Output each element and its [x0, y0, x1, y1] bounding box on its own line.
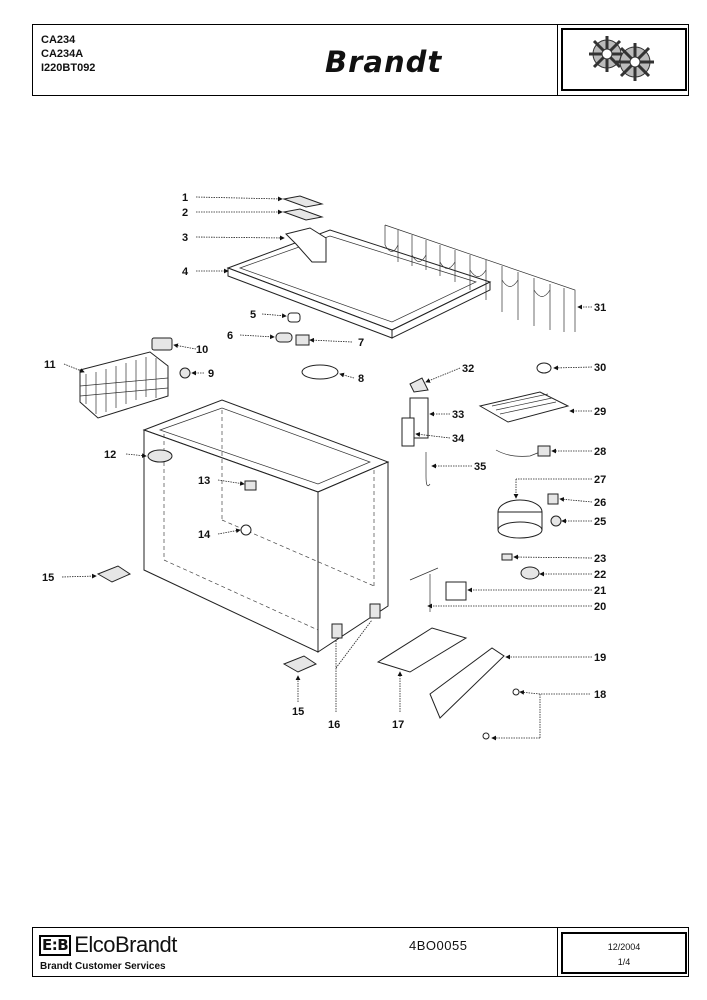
compressor-27: [497, 499, 543, 539]
callout-17: 17: [392, 719, 404, 731]
badge-12: [147, 449, 173, 463]
panel-19: [429, 647, 505, 719]
callout-10: 10: [196, 344, 208, 356]
company-name: ElcoBrandt: [74, 932, 177, 957]
lock-14: [240, 524, 252, 536]
document-date: 12/2004: [607, 942, 641, 952]
callout-4: 4: [182, 266, 189, 278]
part-13: [244, 480, 257, 491]
callout-13: 13: [198, 475, 210, 487]
callout-29: 29: [594, 406, 606, 418]
part-34: [401, 417, 415, 447]
model-list: CA234 CA234A I220BT092: [41, 33, 95, 75]
part-25: [550, 515, 562, 527]
plug-28: [537, 445, 551, 457]
callout-27: 27: [594, 474, 606, 486]
part-10: [151, 337, 173, 351]
callout-19: 19: [594, 652, 606, 664]
callout-14: 14: [198, 529, 211, 541]
callout-33: 33: [452, 409, 464, 421]
callout-12: 12: [104, 449, 116, 461]
callout-30: 30: [594, 362, 606, 374]
lid: [226, 229, 492, 339]
date-page-box: 12/2004 1/4: [561, 932, 687, 974]
callout-22: 22: [594, 569, 606, 581]
callout-11: 11: [44, 359, 56, 371]
part-16b: [369, 603, 381, 619]
foot-15a: [96, 565, 132, 583]
callout-labels: 1 2 3 4 5 6 7 8 9 10 11 12 13 14 15 15 1…: [42, 192, 606, 731]
callout-20: 20: [594, 601, 606, 613]
cable-28: [495, 449, 541, 457]
header-frame: CA234 CA234A I220BT092 Brandt: [32, 24, 689, 96]
part-7: [295, 334, 310, 346]
header-divider: [557, 25, 558, 95]
callout-9: 9: [208, 368, 214, 380]
callout-26: 26: [594, 497, 606, 509]
foot-15b: [282, 655, 318, 673]
part-8: [301, 364, 339, 380]
service-label: Brandt Customer Services: [40, 961, 166, 972]
callout-3: 3: [182, 232, 188, 244]
hinge-plates: [282, 195, 327, 263]
cabinet: [142, 399, 390, 653]
plate-17: [376, 627, 468, 673]
callout-23: 23: [594, 553, 606, 565]
part-6: [275, 332, 293, 343]
callout-18: 18: [594, 689, 606, 701]
part-23: [501, 553, 513, 561]
callout-8: 8: [358, 373, 364, 385]
callout-2: 2: [182, 207, 188, 219]
leader-lines: [61, 196, 593, 741]
document-reference: 4BO0055: [409, 938, 468, 953]
company-mark: E:B: [39, 935, 72, 956]
gears-icon: [561, 28, 687, 91]
callout-28: 28: [594, 446, 606, 458]
callout-16: 16: [328, 719, 340, 731]
callout-1: 1: [182, 192, 188, 204]
callout-15a: 15: [42, 572, 54, 584]
part-20: [409, 567, 439, 612]
callout-31: 31: [594, 302, 606, 314]
part-32: [409, 377, 429, 393]
callout-5: 5: [250, 309, 256, 321]
basket: [79, 351, 169, 419]
callout-21: 21: [594, 585, 606, 597]
model-code: CA234: [41, 34, 76, 46]
footer-divider: [557, 928, 558, 976]
part-26: [547, 493, 559, 505]
callout-35: 35: [474, 461, 486, 473]
page-number: 1/4: [617, 957, 631, 967]
callout-25: 25: [594, 516, 606, 528]
screw-18a: [512, 688, 520, 696]
part-30: [536, 362, 552, 374]
part-5: [287, 312, 301, 323]
brand-logo: Brandt: [325, 45, 443, 79]
part-16a: [331, 623, 343, 639]
plug-9: [179, 367, 191, 379]
condenser: [384, 224, 576, 332]
model-code: CA234A: [41, 48, 84, 60]
callout-15b: 15: [292, 706, 304, 718]
part-22: [520, 566, 540, 580]
part-35: [425, 452, 431, 487]
callout-6: 6: [227, 330, 233, 342]
callout-32: 32: [462, 363, 474, 375]
relay-21: [445, 581, 467, 601]
screw-18b: [482, 732, 490, 740]
callout-34: 34: [452, 433, 465, 445]
callout-7: 7: [358, 337, 364, 349]
model-code: I220BT092: [41, 62, 96, 74]
tray-29: [478, 391, 570, 423]
